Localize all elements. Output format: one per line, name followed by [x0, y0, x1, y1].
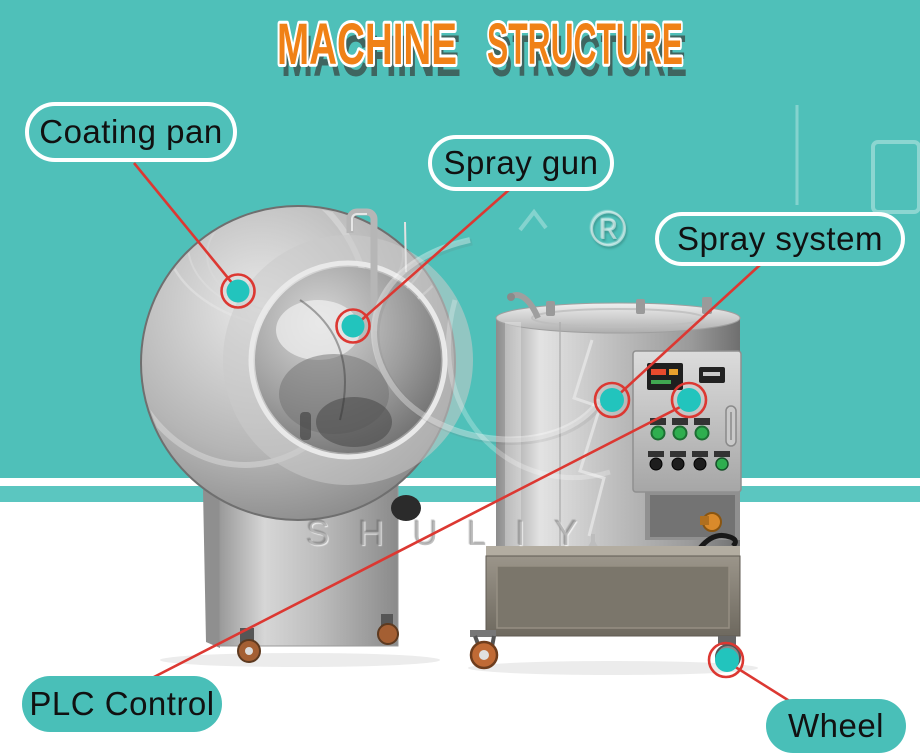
annotation-dots	[226, 279, 739, 672]
pan-inner-highlight	[276, 300, 360, 360]
pan-inner-dark	[316, 397, 392, 447]
panel-recess-inner	[650, 495, 735, 537]
dark-knob	[693, 457, 707, 471]
title-word1: MACHINE	[277, 12, 457, 77]
spray-system-ring	[593, 381, 631, 419]
temp-display-green	[651, 380, 671, 384]
cabinet-side	[203, 484, 220, 648]
spray-gun-pipe-highlight	[351, 213, 367, 231]
pan-inner-line	[299, 299, 346, 421]
pan-reflected-figure	[300, 412, 311, 440]
temp-display-amber	[669, 369, 678, 375]
button-label-plate	[650, 418, 666, 425]
button-label-plate	[672, 418, 688, 425]
title-word2: STRUCTURE	[487, 12, 683, 77]
wheel-dot	[715, 648, 739, 672]
title-group: MACHINE STRUCTURE MACHINE STRUCTURE	[274, 9, 687, 89]
temp-display-red	[651, 369, 666, 375]
valve-body	[700, 516, 709, 525]
caster-plate-left	[470, 630, 496, 637]
tank-zigzag-reflection	[572, 339, 606, 537]
brand-watermark: SHULIY	[306, 514, 607, 553]
plc-control-label-text: PLC Control	[29, 685, 215, 722]
tank-spout-tip	[507, 293, 515, 301]
wheel-label-text: Wheel	[787, 707, 885, 744]
base-top-lip	[486, 546, 740, 558]
watermark-curve-2	[446, 299, 611, 480]
title-layer: MACHINE STRUCTURE MACHINE STRUCTURE	[0, 0, 920, 100]
watermark-curve-shadow	[372, 238, 605, 445]
lid-clamp	[546, 301, 555, 316]
green-pushbutton	[694, 425, 710, 441]
tank-lid	[495, 302, 741, 334]
annotation-rings	[220, 273, 745, 679]
annotation-lines	[132, 162, 800, 709]
right-machine-shadow	[468, 661, 758, 675]
coating-pan-ring	[220, 273, 256, 309]
coating-pan-label-text: Coating pan	[39, 113, 223, 150]
spray-gun-line	[356, 188, 511, 325]
spray-system-label: Spray system	[655, 212, 905, 266]
green-knob	[715, 457, 729, 471]
coating-pan-dot	[226, 279, 250, 303]
left-machine-shadow	[160, 653, 440, 667]
logo-watermark-swirl	[371, 105, 920, 480]
green-pushbutton	[650, 425, 666, 441]
lid-clamp	[636, 299, 645, 314]
button-label-plate	[714, 451, 730, 457]
watermark-gear-tooth	[518, 208, 548, 232]
spray-system-machine	[468, 292, 758, 675]
spray-system-label-text: Spray system	[677, 220, 883, 257]
base-inset-panel	[496, 565, 730, 629]
coating-pan-line	[132, 162, 239, 290]
green-button-row	[650, 418, 710, 441]
title-svg: MACHINE STRUCTURE MACHINE STRUCTURE	[274, 9, 687, 89]
wheel-label: Wheel	[766, 699, 906, 753]
coating-pan-label: Coating pan	[25, 102, 237, 162]
spray-gun-pipe	[346, 208, 378, 331]
dark-button-row	[648, 451, 730, 471]
plc-control-ring	[670, 381, 708, 419]
plc-control-label: PLC Control	[22, 676, 222, 732]
plc-control-line	[151, 402, 687, 680]
caster-plate-right	[718, 636, 736, 645]
dark-knob	[671, 457, 685, 471]
button-label-plate	[694, 418, 710, 425]
button-label-plate	[648, 451, 664, 457]
wheel-ring	[707, 641, 745, 679]
spray-gun-label: Spray gun	[428, 135, 614, 191]
spray-gun-dot	[341, 314, 365, 338]
pan-rim-band	[223, 235, 473, 485]
dark-knob	[649, 457, 663, 471]
spray-gun-rod	[404, 221, 407, 273]
spray-system-dot	[600, 388, 624, 412]
counter-digits	[703, 372, 720, 376]
spray-system-line	[614, 263, 762, 399]
button-label-plate	[692, 451, 708, 457]
caster-hub-left	[245, 647, 253, 655]
watermark-square	[871, 140, 920, 214]
pan-rim-edge	[248, 260, 448, 460]
button-label-plate	[670, 451, 686, 457]
spray-gun-ring	[335, 308, 371, 344]
title-shadow-word1: MACHINE	[281, 24, 461, 89]
coating-pan-machine	[140, 205, 473, 667]
spray-gun-label-text: Spray gun	[443, 144, 599, 181]
registered-trademark-watermark: ®	[590, 201, 627, 257]
plc-control-dot	[677, 388, 701, 412]
green-pushbutton	[672, 425, 688, 441]
title-shadow-word2: STRUCTURE	[491, 24, 687, 89]
pan-motor-housing	[391, 495, 421, 521]
power-cable	[698, 532, 738, 550]
caster-hub-left	[479, 650, 489, 660]
watermark-curve	[371, 237, 603, 443]
caster-wheel-right	[377, 623, 399, 645]
